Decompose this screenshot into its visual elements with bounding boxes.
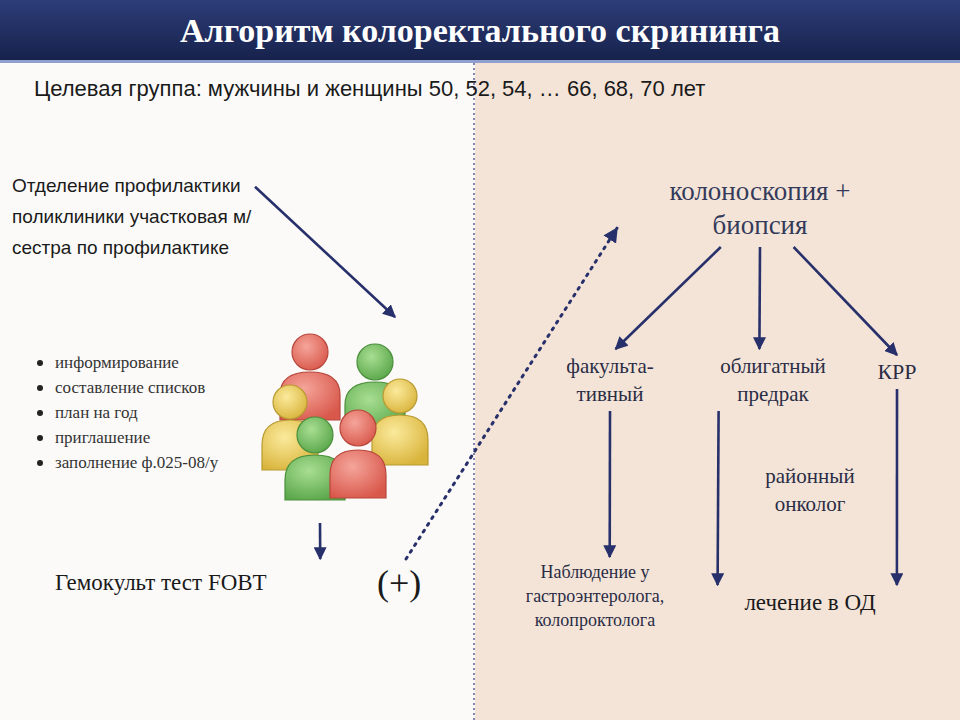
flow-arrow xyxy=(608,411,611,557)
department-block: Отделение профилактики поликлиники участ… xyxy=(12,170,252,263)
flow-arrow xyxy=(255,187,395,317)
flow-arrow xyxy=(758,247,761,349)
tasks-group: информированиесоставление списковплан на… xyxy=(35,320,435,520)
people-illustration xyxy=(262,334,428,500)
observation: Наблюдение у гастроэнтеролога, колопрокт… xyxy=(490,560,700,632)
bullet-dot xyxy=(37,360,43,366)
bullet-item: информирование xyxy=(35,350,265,375)
facultative-precancer: факульта- тивный xyxy=(540,352,680,408)
bullet-item: заполнение ф.025-08/у xyxy=(35,450,265,475)
node-text: лечение в ОД xyxy=(700,588,920,618)
flow-arrow xyxy=(794,247,897,355)
bullet-dot xyxy=(37,410,43,416)
flow-arrow xyxy=(718,411,719,585)
node-text: колоноскопия + биопсия xyxy=(624,174,896,242)
bullet-item: план на год xyxy=(35,400,265,425)
flow-arrow xyxy=(616,247,721,349)
node-text: Наблюдение у гастроэнтеролога, колопрокт… xyxy=(490,560,700,632)
node-text: факульта- тивный xyxy=(540,352,680,408)
fobt-test: Гемокульт тест FOBT (+) xyxy=(55,562,445,618)
node-text: Гемокульт тест FOBT xyxy=(55,570,267,596)
node-text: (+) xyxy=(377,562,421,604)
bullet-dot xyxy=(37,460,43,466)
colonoscopy: колоноскопия + биопсия xyxy=(620,172,900,244)
node-text: КРР xyxy=(862,358,932,386)
obligate-precancer: облигатный предрак xyxy=(688,352,858,408)
specialist-label: районный онколог xyxy=(735,462,885,518)
flow-arrow xyxy=(896,389,899,585)
flow-arrow xyxy=(319,523,322,559)
title-text: Алгоритм колоректального скрининга xyxy=(0,0,960,62)
bullet-dot xyxy=(37,435,43,441)
target-group-label: Целевая группа: мужчины и женщины 50, 52… xyxy=(34,76,705,102)
bullet-item: составление списков xyxy=(35,375,265,400)
treatment: лечение в ОД xyxy=(700,588,920,618)
bullet-item: приглашение xyxy=(35,425,265,450)
crc: КРР xyxy=(862,358,932,386)
node-text: Отделение профилактики поликлиники участ… xyxy=(12,170,252,263)
node-text: облигатный предрак xyxy=(688,352,858,408)
bullet-dot xyxy=(37,385,43,391)
